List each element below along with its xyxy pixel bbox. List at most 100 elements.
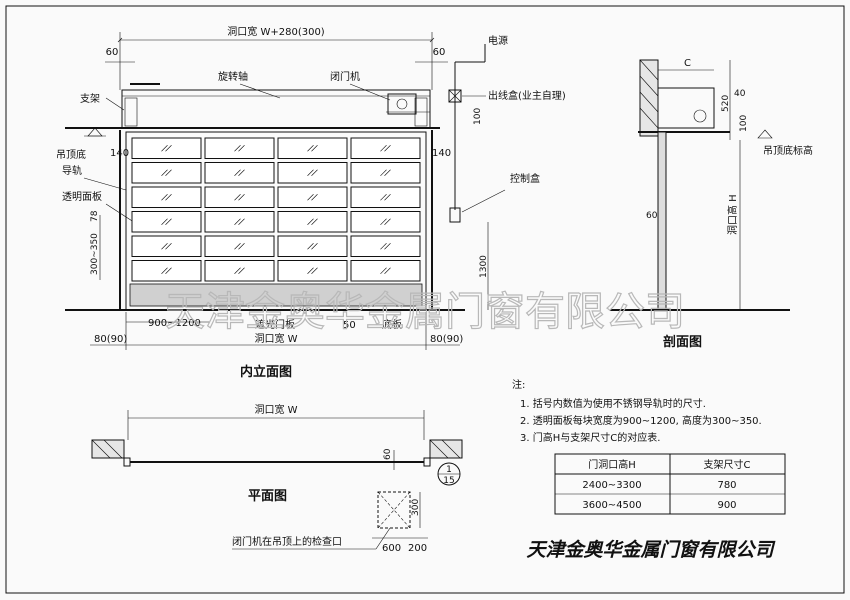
table-cell: 3600~4500 <box>582 500 641 511</box>
transparent-panel <box>277 186 348 208</box>
plan-left-wall <box>91 439 125 459</box>
label-guide-rail: 导轨 <box>62 164 82 177</box>
dim-60-section: 60 <box>646 211 658 221</box>
glass-hatch-mark <box>161 145 168 152</box>
dim-78: 78 <box>90 210 100 222</box>
dim-40: 40 <box>734 89 746 99</box>
glass-hatch-mark <box>161 243 168 250</box>
glass-hatch-mark <box>161 194 168 201</box>
transparent-panel <box>350 211 421 233</box>
transparent-panel <box>204 162 275 184</box>
glass-hatch-mark <box>161 267 168 274</box>
inspection-hatch <box>377 491 411 529</box>
glass-hatch-mark <box>311 218 318 225</box>
detail-sheet: 15 <box>443 476 454 486</box>
dim-520: 520 <box>721 95 731 112</box>
transparent-panel <box>204 186 275 208</box>
table-cell: 900 <box>717 500 736 511</box>
glass-hatch-mark <box>165 243 172 250</box>
label-shading-door-panel: 遮光门板 <box>255 318 295 331</box>
dim-80-left: 80(90) <box>94 334 127 345</box>
plan-dim-width: 洞口宽 W <box>254 403 297 416</box>
dim-opening-width: 洞口宽 W <box>254 332 297 345</box>
label-transparent-panel: 透明面板 <box>62 190 102 203</box>
transparent-panel <box>204 235 275 257</box>
dim-60-right: 60 <box>433 47 446 58</box>
glass-hatch-mark <box>234 243 241 250</box>
plan-dim-200: 200 <box>408 543 427 554</box>
transparent-panel <box>350 235 421 257</box>
plan-dim-600: 600 <box>382 543 401 554</box>
glass-hatch-mark <box>311 267 318 274</box>
glass-hatch-mark <box>238 267 245 274</box>
dim-140-right: 140 <box>432 148 451 159</box>
glass-hatch-mark <box>311 145 318 152</box>
glass-hatch-mark <box>311 194 318 201</box>
section-door-leaf <box>657 131 667 311</box>
label-power: 电源 <box>488 34 508 47</box>
dim-300-350: 300~350 <box>90 233 100 275</box>
label-door-opener: 闭门机 <box>330 70 360 83</box>
dim-1300: 1300 <box>479 255 489 278</box>
label-ceiling-bottom: 吊顶底 <box>56 148 86 161</box>
transparent-panel <box>277 211 348 233</box>
dim-height-h: 洞口高 H <box>726 194 739 235</box>
transparent-panel <box>204 137 275 159</box>
transparent-panel-grid <box>131 137 421 282</box>
transparent-panel <box>131 260 202 282</box>
dim-900-1200: 900~1200 <box>148 318 201 329</box>
transparent-panel <box>350 162 421 184</box>
glass-hatch-mark <box>165 218 172 225</box>
glass-hatch-mark <box>238 169 245 176</box>
glass-hatch-mark <box>380 169 387 176</box>
glass-hatch-mark <box>234 194 241 201</box>
plan-dim-60: 60 <box>383 448 393 460</box>
section-bracket-box <box>657 87 715 129</box>
note-line-1: 1. 括号内数值为使用不锈钢导轨时的尺寸. <box>520 397 706 410</box>
label-inspection-hatch: 闭门机在吊顶上的检查口 <box>232 535 342 548</box>
plan-view: 洞口宽 W 60 1 15 300 600 200 闭门机在吊顶上的检查口 平面… <box>91 403 463 554</box>
notes-heading: 注: <box>512 378 525 391</box>
watermark: 天津金奥华金属门窗有限公司 <box>165 289 685 335</box>
transparent-panel <box>350 137 421 159</box>
glass-hatch-mark <box>234 145 241 152</box>
label-control-box: 控制盒 <box>510 172 540 185</box>
glass-hatch-mark <box>165 169 172 176</box>
glass-hatch-mark <box>380 194 387 201</box>
notes-block: 注: 1. 括号内数值为使用不锈钢导轨时的尺寸. 2. 透明面板每块宽度为900… <box>512 378 786 515</box>
transparent-panel <box>131 235 202 257</box>
glass-hatch-mark <box>311 243 318 250</box>
transparent-panel <box>277 235 348 257</box>
glass-hatch-mark <box>234 169 241 176</box>
transparent-panel <box>131 211 202 233</box>
table-cell: 2400~3300 <box>582 480 641 491</box>
dim-opening-width-plus: 洞口宽 W+280(300) <box>227 25 325 38</box>
transparent-panel <box>131 162 202 184</box>
label-rotating-shaft: 旋转轴 <box>218 70 248 83</box>
glass-hatch-mark <box>161 218 168 225</box>
company-name: 天津金奥华金属门窗有限公司 <box>526 539 776 561</box>
transparent-panel <box>131 186 202 208</box>
dim-100-elev: 100 <box>473 108 483 125</box>
glass-hatch-mark <box>307 218 314 225</box>
transparent-panel <box>277 260 348 282</box>
plan-title: 平面图 <box>248 489 287 504</box>
label-bottom-panel: 底板 <box>382 318 402 331</box>
shading-door-panel <box>129 283 423 307</box>
glass-hatch-mark <box>384 194 391 201</box>
door-opener-unit <box>387 93 417 115</box>
glass-hatch-mark <box>165 145 172 152</box>
plan-right-wall <box>429 439 463 459</box>
detail-number: 1 <box>446 465 452 475</box>
table-header-bracket: 支架尺寸C <box>704 458 751 471</box>
transparent-panel <box>350 260 421 282</box>
glass-hatch-mark <box>380 218 387 225</box>
glass-hatch-mark <box>384 145 391 152</box>
glass-hatch-mark <box>307 267 314 274</box>
transparent-panel <box>204 260 275 282</box>
glass-hatch-mark <box>380 243 387 250</box>
glass-hatch-mark <box>384 218 391 225</box>
glass-hatch-mark <box>165 194 172 201</box>
glass-hatch-mark <box>307 169 314 176</box>
